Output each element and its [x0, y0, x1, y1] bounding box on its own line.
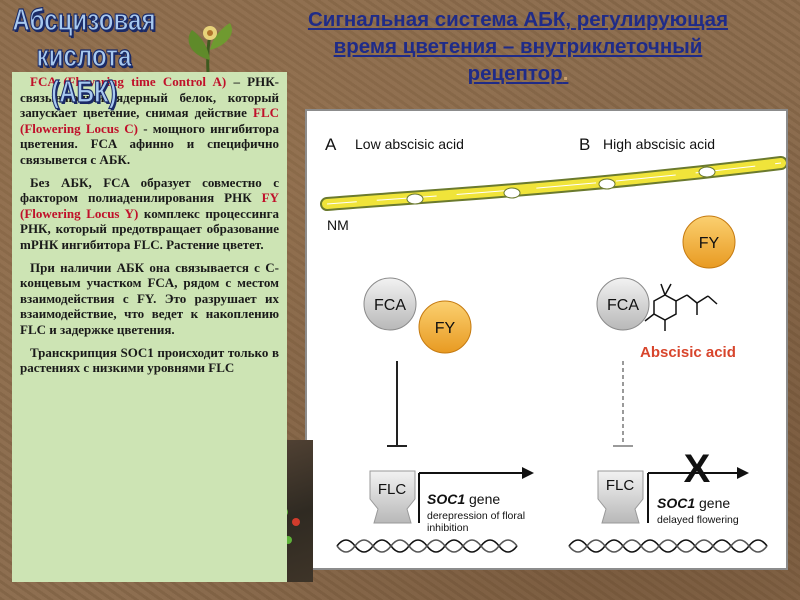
- paragraph-with-aba: При наличии АБК она связывается с С-конц…: [20, 260, 279, 338]
- fy-label-a: FY: [435, 320, 456, 337]
- signaling-diagram: A Low abscisic acid B High abscisic acid…: [305, 109, 788, 570]
- paragraph-no-aba: Без АБК, FCA образует совместно с фактор…: [20, 175, 279, 253]
- block-mark: X: [684, 447, 711, 491]
- fca-label-a: FCA: [374, 297, 406, 314]
- note-b: delayed flowering: [657, 514, 739, 526]
- slide-title-line-2: время цветения – внутриклеточный: [258, 33, 778, 60]
- slide-title-line-1: Сигнальная система АБК, регулирующая: [258, 6, 778, 33]
- panel-b-letter: B: [579, 135, 590, 154]
- soc1-gene-a: SOC1 gene: [427, 491, 500, 507]
- note-a-line-1: derepression of floral: [427, 510, 525, 522]
- fy-label-b: FY: [699, 235, 720, 252]
- panel-a-letter: A: [325, 135, 337, 154]
- slide-title-line-3: рецептор: [468, 62, 563, 85]
- dna-helix-b: [569, 540, 767, 552]
- abscisic-acid-molecule: [645, 284, 717, 331]
- corner-title: Абсцизовая кислота (АБК): [4, 2, 164, 110]
- slide-title: Сигнальная система АБК, регулирующая вре…: [258, 6, 778, 87]
- dna-helix-a: [337, 540, 517, 552]
- membrane-label: NM: [327, 217, 349, 233]
- soc1-gene-b: SOC1 gene: [657, 495, 730, 511]
- panel-b-label: High abscisic acid: [603, 136, 715, 152]
- corner-title-line-1: Абсцизовая: [4, 2, 164, 38]
- note-a-line-2: inhibition: [427, 522, 469, 534]
- panel-a-label: Low abscisic acid: [355, 136, 464, 152]
- flc-label-a: FLC: [378, 481, 407, 498]
- transcription-arrowhead-b: [737, 467, 749, 479]
- description-panel: FCA (Flowering time Control A) – РНК-свя…: [12, 72, 287, 582]
- transcription-arrowhead-a: [522, 467, 534, 479]
- slide-title-trailing-dot: .: [563, 62, 569, 85]
- flc-label-b: FLC: [606, 477, 635, 494]
- no-aba-text: Без АБК, FCA образует совместно с фактор…: [20, 175, 279, 206]
- fca-label-b: FCA: [607, 297, 639, 314]
- corner-title-line-2: кислота (АБК): [4, 38, 164, 110]
- paragraph-soc1: Транскрипция SOC1 происходит только в ра…: [20, 345, 279, 376]
- abscisic-acid-label: Abscisic acid: [640, 344, 736, 361]
- nuclear-membrane: [327, 163, 781, 204]
